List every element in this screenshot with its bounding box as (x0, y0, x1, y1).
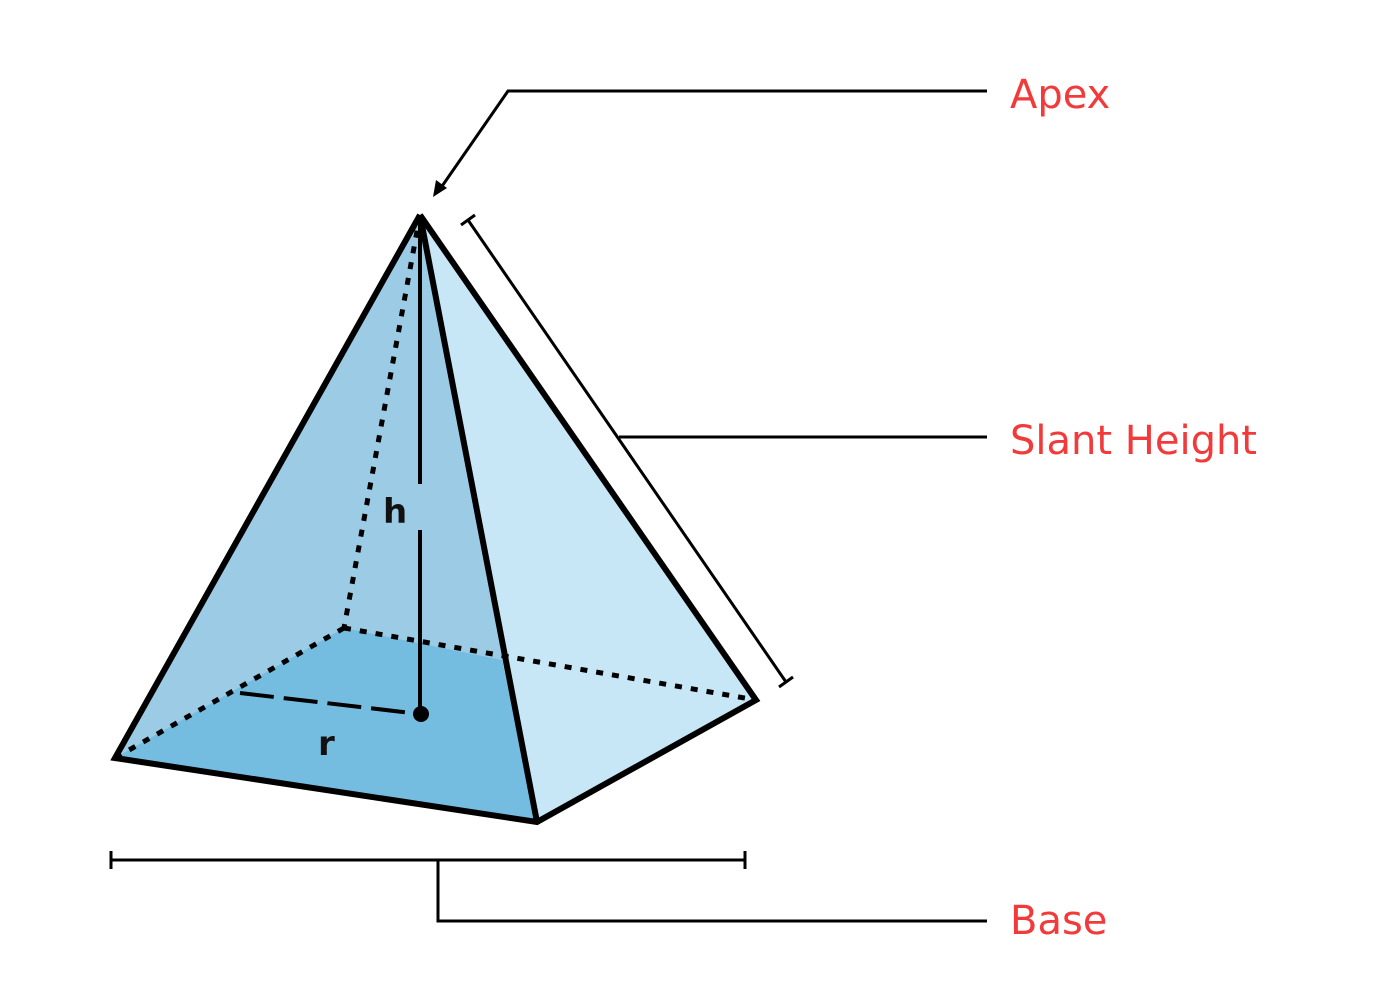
visible-edges (110, 213, 761, 826)
slant-height-label: Slant Height (1010, 418, 1257, 464)
h-label-gap (410, 484, 430, 530)
radius-label: r (318, 724, 335, 764)
apex-leader-line (436, 89, 987, 193)
front-edge (417, 214, 540, 823)
hidden-edge-apex-back (341, 214, 423, 629)
hidden-edge-back-left (113, 625, 346, 761)
slant-height-line (466, 219, 788, 683)
slant-height-cap-bottom (778, 675, 794, 689)
right-face (420, 215, 756, 822)
height-label: h (383, 492, 407, 532)
slant-height-dimension (460, 213, 987, 689)
radius-line (239, 691, 421, 716)
apex-arrowhead (433, 180, 447, 197)
base-label: Base (1010, 898, 1107, 944)
apex-label: Apex (1010, 72, 1110, 118)
slant-height-cap-top (460, 213, 476, 227)
hidden-edge-back-right (343, 625, 757, 703)
apex-callout (436, 89, 987, 193)
base-dimension (109, 851, 987, 923)
base-leader-line (436, 860, 987, 923)
